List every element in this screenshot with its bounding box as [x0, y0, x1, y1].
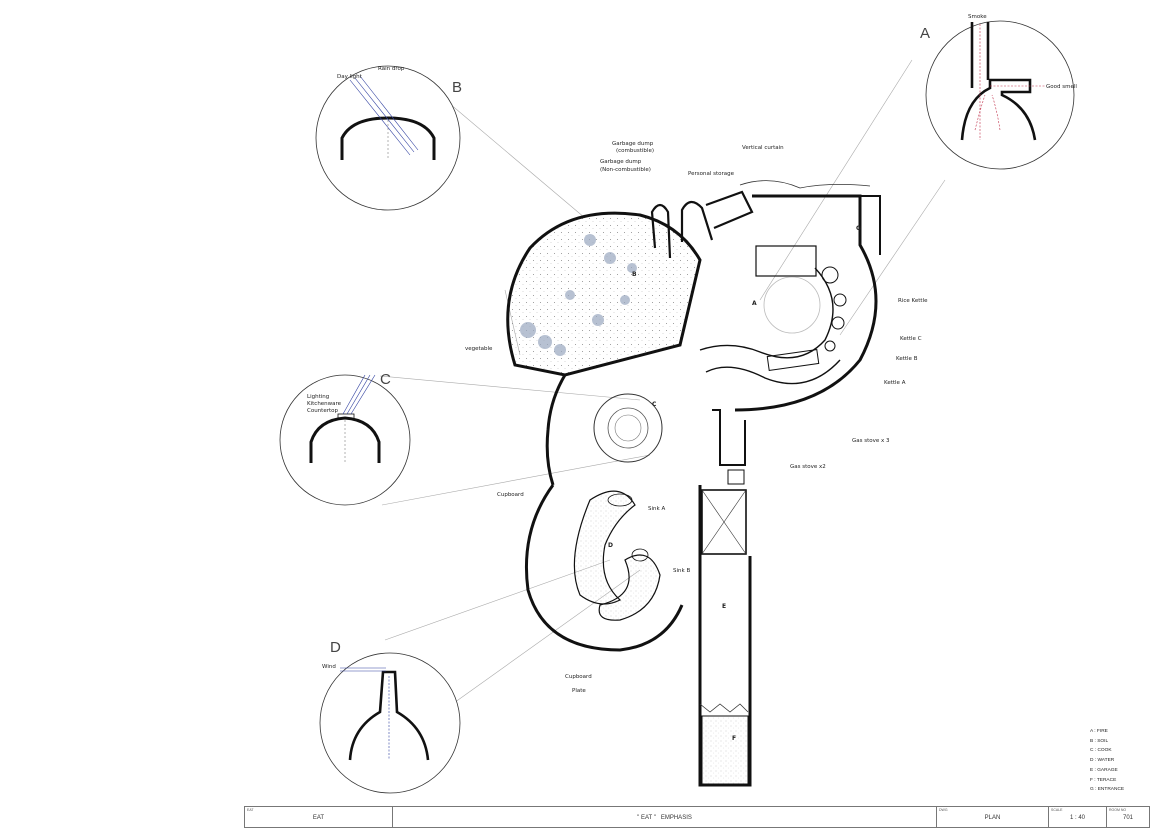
detail-d: Wind D: [319, 639, 461, 794]
room-b-letter: B: [632, 271, 637, 278]
detail-d-letter: D: [330, 639, 341, 656]
garbage-combustible-sub: (combustible): [616, 148, 654, 154]
legend-item: A : FIRE: [1090, 729, 1108, 734]
personal-storage-label: Personal storage: [688, 171, 735, 177]
room-e-letter: E: [722, 603, 726, 610]
day-light-label: Day light: [337, 74, 363, 80]
sink-a-label: Sink A: [648, 506, 665, 512]
room-legend: A : FIRE B : SOIL C : COOK D : WATER E :…: [1090, 727, 1150, 795]
garbage-combustible-label: Garbage dump: [612, 141, 654, 147]
detail-c-letter: C: [380, 371, 391, 388]
project-caption: EAT: [247, 808, 254, 812]
room-a-letter: A: [752, 300, 757, 307]
vertical-curtain-label: Vertical curtain: [742, 145, 784, 151]
countertop-label: Countertop: [307, 408, 339, 414]
gas-stove-x2-label: Gas stove x2: [790, 464, 826, 470]
room-g-letter: G: [856, 225, 861, 232]
legend-item: G : ENTRANCE: [1090, 787, 1125, 793]
room-f-letter: F: [732, 735, 736, 742]
legend-item: F : TERACE: [1090, 777, 1117, 783]
legend-item: E : GARAGE: [1090, 767, 1118, 773]
sheet-number: 701: [1122, 815, 1133, 821]
wind-label: Wind: [322, 664, 336, 670]
drawing-scale: 1 : 40: [1069, 815, 1085, 821]
title-block-scale: SCALE 1 : 40: [1049, 807, 1107, 827]
detail-a: Smoke Good smell A: [920, 14, 1077, 170]
project-name: EAT: [312, 815, 325, 821]
legend-item: B : SOIL: [1090, 738, 1109, 744]
garbage-noncombustible-label: Garbage dump: [600, 159, 642, 165]
kettle-b-label: Kettle B: [896, 356, 918, 362]
drawing-caption: DWG: [939, 808, 948, 812]
lighting-label: Lighting: [307, 394, 329, 400]
detail-b-letter: B: [452, 79, 462, 96]
sheet-caption: ROOM NO: [1109, 808, 1127, 812]
garbage-noncombustible-sub: (Non-combustible): [600, 167, 651, 173]
legend-item: D : WATER: [1090, 758, 1115, 764]
title-block-project: EAT EAT: [245, 807, 393, 827]
plan-body: [506, 180, 881, 787]
scale-caption: SCALE: [1051, 808, 1063, 812]
rain-drop-label: Rain drop: [378, 66, 405, 72]
detail-leader-lines: [379, 59, 946, 721]
room-c-letter: C: [652, 401, 657, 408]
kettle-a-label: Kettle A: [884, 380, 906, 386]
title-block-drawing: DWG PLAN: [937, 807, 1049, 827]
gas-stove-x3-label: Gas stove x 3: [852, 438, 890, 444]
drawing-title: " EAT " EMPHASIS: [637, 815, 692, 821]
kettle-c-label: Kettle C: [900, 336, 922, 342]
title-block: EAT EAT " EAT " EMPHASIS DWG PLAN SCALE …: [244, 806, 1150, 828]
title-block-title: " EAT " EMPHASIS: [393, 807, 937, 827]
rice-kettle-label: Rice Kettle: [898, 298, 928, 304]
detail-a-letter: A: [920, 25, 930, 42]
title-block-sheet: ROOM NO 701: [1107, 807, 1149, 827]
drawing-type: PLAN: [984, 815, 1001, 821]
plan-annotations: Garbage dump (combustible) Garbage dump …: [465, 141, 928, 742]
smoke-label: Smoke: [968, 14, 987, 20]
vegetable-label: vegetable: [465, 346, 493, 352]
detail-c: Lighting Kitchenware Countertop C: [279, 371, 411, 506]
legend-item: C : COOK: [1090, 748, 1112, 754]
sink-b-label: Sink B: [673, 568, 690, 574]
room-d-letter: D: [608, 542, 613, 549]
good-smell-label: Good smell: [1046, 84, 1077, 90]
detail-b: Day light Rain drop B: [315, 65, 462, 211]
cupboard-label-1: Cupboard: [497, 492, 524, 498]
cupboard-label-2: Cupboard: [565, 674, 592, 680]
kitchenware-label: Kitchenware: [307, 401, 342, 407]
plate-label: Plate: [572, 688, 586, 694]
